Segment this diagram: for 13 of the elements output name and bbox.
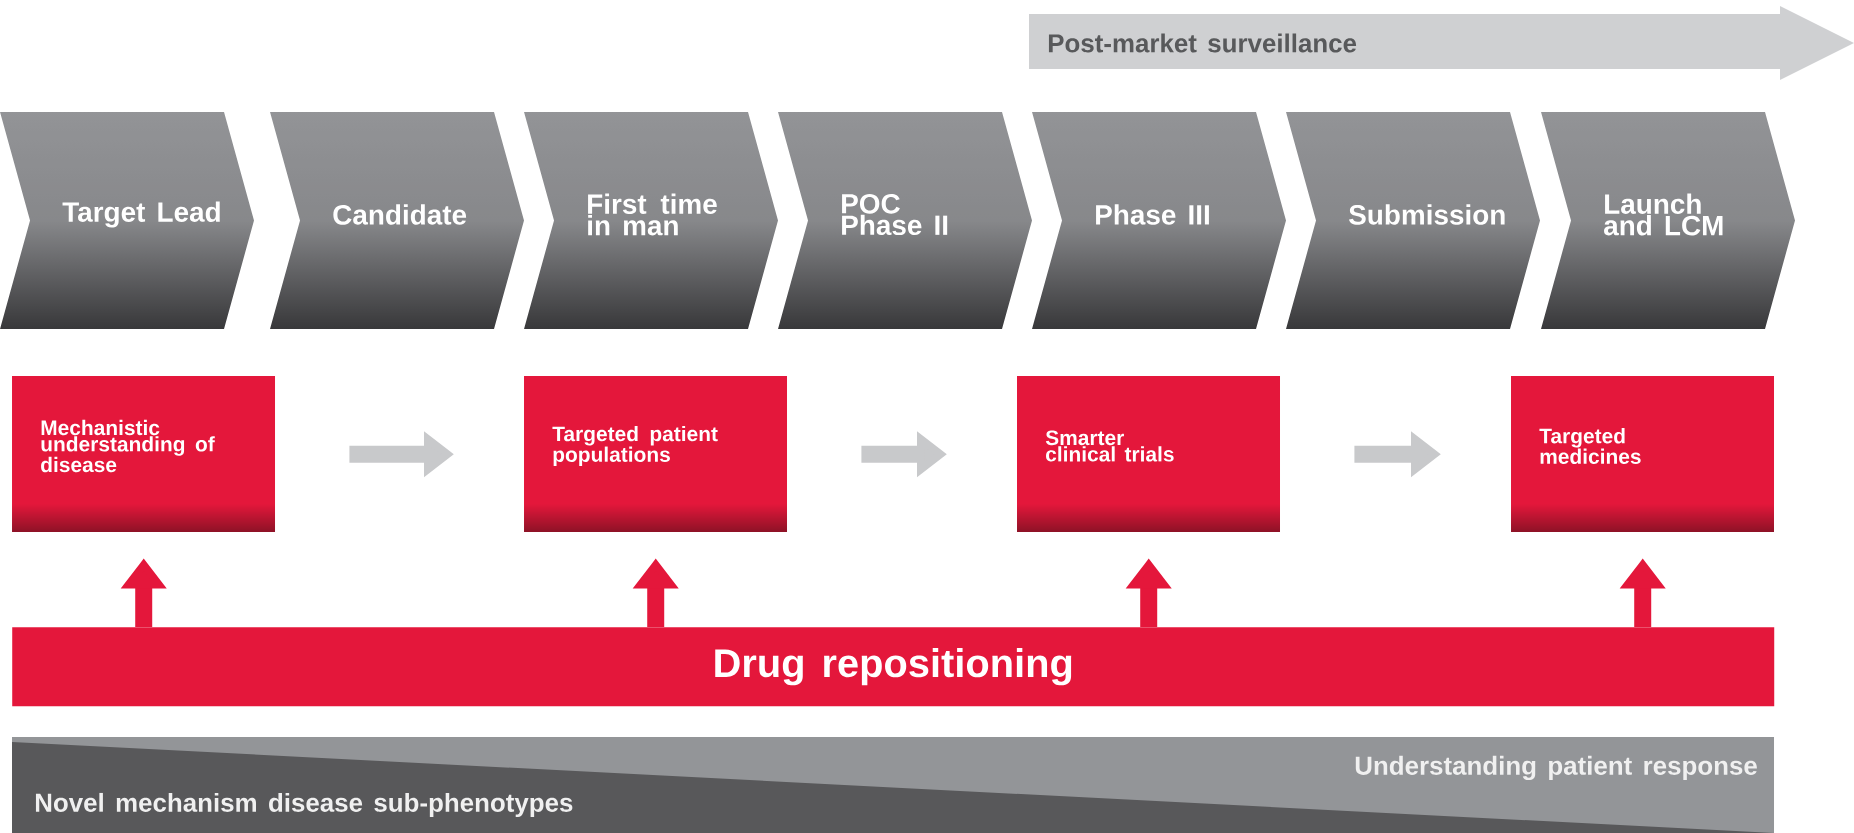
outcome-box: Smarter clinical trials — [1017, 376, 1280, 532]
stage-chevron: Candidate — [333, 204, 467, 225]
stage-chevron: POC Phase II — [842, 193, 948, 236]
outcome-box: Mechanistic understanding of disease — [12, 376, 275, 532]
stage-chevron: Target Lead — [62, 201, 220, 228]
stage-chevron: Launch and LCM — [1604, 193, 1723, 236]
stage-chevron: Phase III — [1096, 204, 1209, 225]
stage-chevron: First time in man — [588, 193, 717, 236]
stage-chevron: Submission — [1349, 204, 1505, 225]
outcome-box: Targeted medicines — [1511, 376, 1774, 532]
outcome-box: Targeted patient populations — [524, 376, 787, 532]
banner-bar: Drug repositioning — [12, 627, 1775, 707]
gradient-band: Understanding patient response Novel mechanism disease sub-phenotypes — [12, 737, 1774, 833]
